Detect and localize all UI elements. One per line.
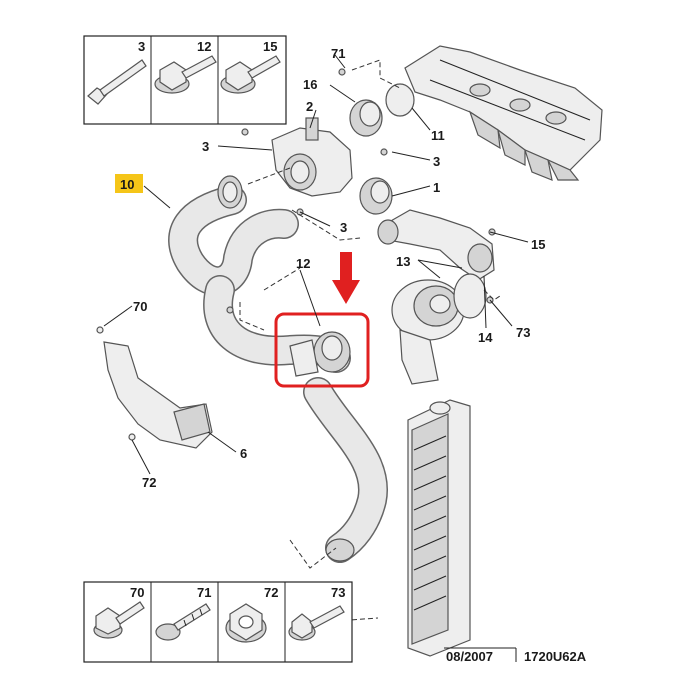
callout-3-right: 3 bbox=[433, 154, 440, 169]
turbocharger bbox=[391, 273, 487, 385]
callout-72: 72 bbox=[142, 475, 156, 490]
callout-14: 14 bbox=[478, 330, 493, 345]
legend-number-12: 12 bbox=[197, 39, 211, 54]
flange-bolt-icon bbox=[220, 55, 281, 94]
callout-13: 13 bbox=[396, 254, 410, 269]
legend-number-71: 71 bbox=[197, 585, 211, 600]
legend-number-72: 72 bbox=[264, 585, 278, 600]
callout-10: 10 bbox=[120, 177, 134, 192]
highlight-frame bbox=[274, 312, 370, 388]
callout-12: 12 bbox=[296, 256, 310, 271]
callout-6: 6 bbox=[240, 446, 247, 461]
legend-number-15: 15 bbox=[263, 39, 277, 54]
top-fastener-legend: 3 12 15 bbox=[83, 35, 287, 125]
callout-73: 73 bbox=[516, 325, 530, 340]
highlighted-hose-clamp bbox=[289, 331, 351, 377]
intercooler bbox=[407, 399, 471, 657]
flange-nut-icon bbox=[225, 603, 267, 643]
callout-71: 71 bbox=[331, 46, 345, 61]
bolt-icon bbox=[87, 59, 147, 105]
connector-pipe-16 bbox=[349, 83, 415, 137]
self-tapping-screw-icon bbox=[155, 603, 211, 641]
callout-11: 11 bbox=[431, 128, 445, 143]
footer-date: 08/2007 bbox=[446, 649, 493, 664]
legend-number-70: 70 bbox=[130, 585, 144, 600]
footer-reference: 1720U62A bbox=[524, 649, 587, 664]
coupling-1 bbox=[359, 177, 393, 215]
callout-10-highlighted: 10 bbox=[115, 174, 143, 193]
legend-number-73: 73 bbox=[331, 585, 345, 600]
footer: 08/2007 1720U62A bbox=[444, 647, 587, 664]
callout-70: 70 bbox=[133, 299, 147, 314]
stud-bolt-icon bbox=[288, 605, 345, 641]
callout-3-center: 3 bbox=[340, 220, 347, 235]
flange-screw-icon bbox=[93, 601, 145, 639]
loose-fasteners bbox=[226, 68, 496, 314]
callout-labels: 71 16 2 3 11 3 1 3 10 12 15 13 14 73 70 … bbox=[115, 46, 545, 490]
hose-bracket bbox=[96, 326, 213, 449]
turbo-outlet-pipe bbox=[377, 209, 495, 281]
legend-number-3: 3 bbox=[138, 39, 145, 54]
leader-lines bbox=[103, 54, 529, 475]
throttle-valve-assembly bbox=[271, 117, 353, 197]
bottom-fastener-legend: 70 71 72 73 bbox=[83, 581, 353, 663]
callout-2: 2 bbox=[306, 99, 313, 114]
flange-bolt-icon bbox=[154, 55, 217, 94]
callout-15: 15 bbox=[531, 237, 545, 252]
callout-16: 16 bbox=[303, 77, 317, 92]
intake-manifold bbox=[404, 45, 603, 181]
callout-1: 1 bbox=[433, 180, 440, 195]
callout-3-left: 3 bbox=[202, 139, 209, 154]
highlight-arrow-marker bbox=[332, 252, 360, 304]
